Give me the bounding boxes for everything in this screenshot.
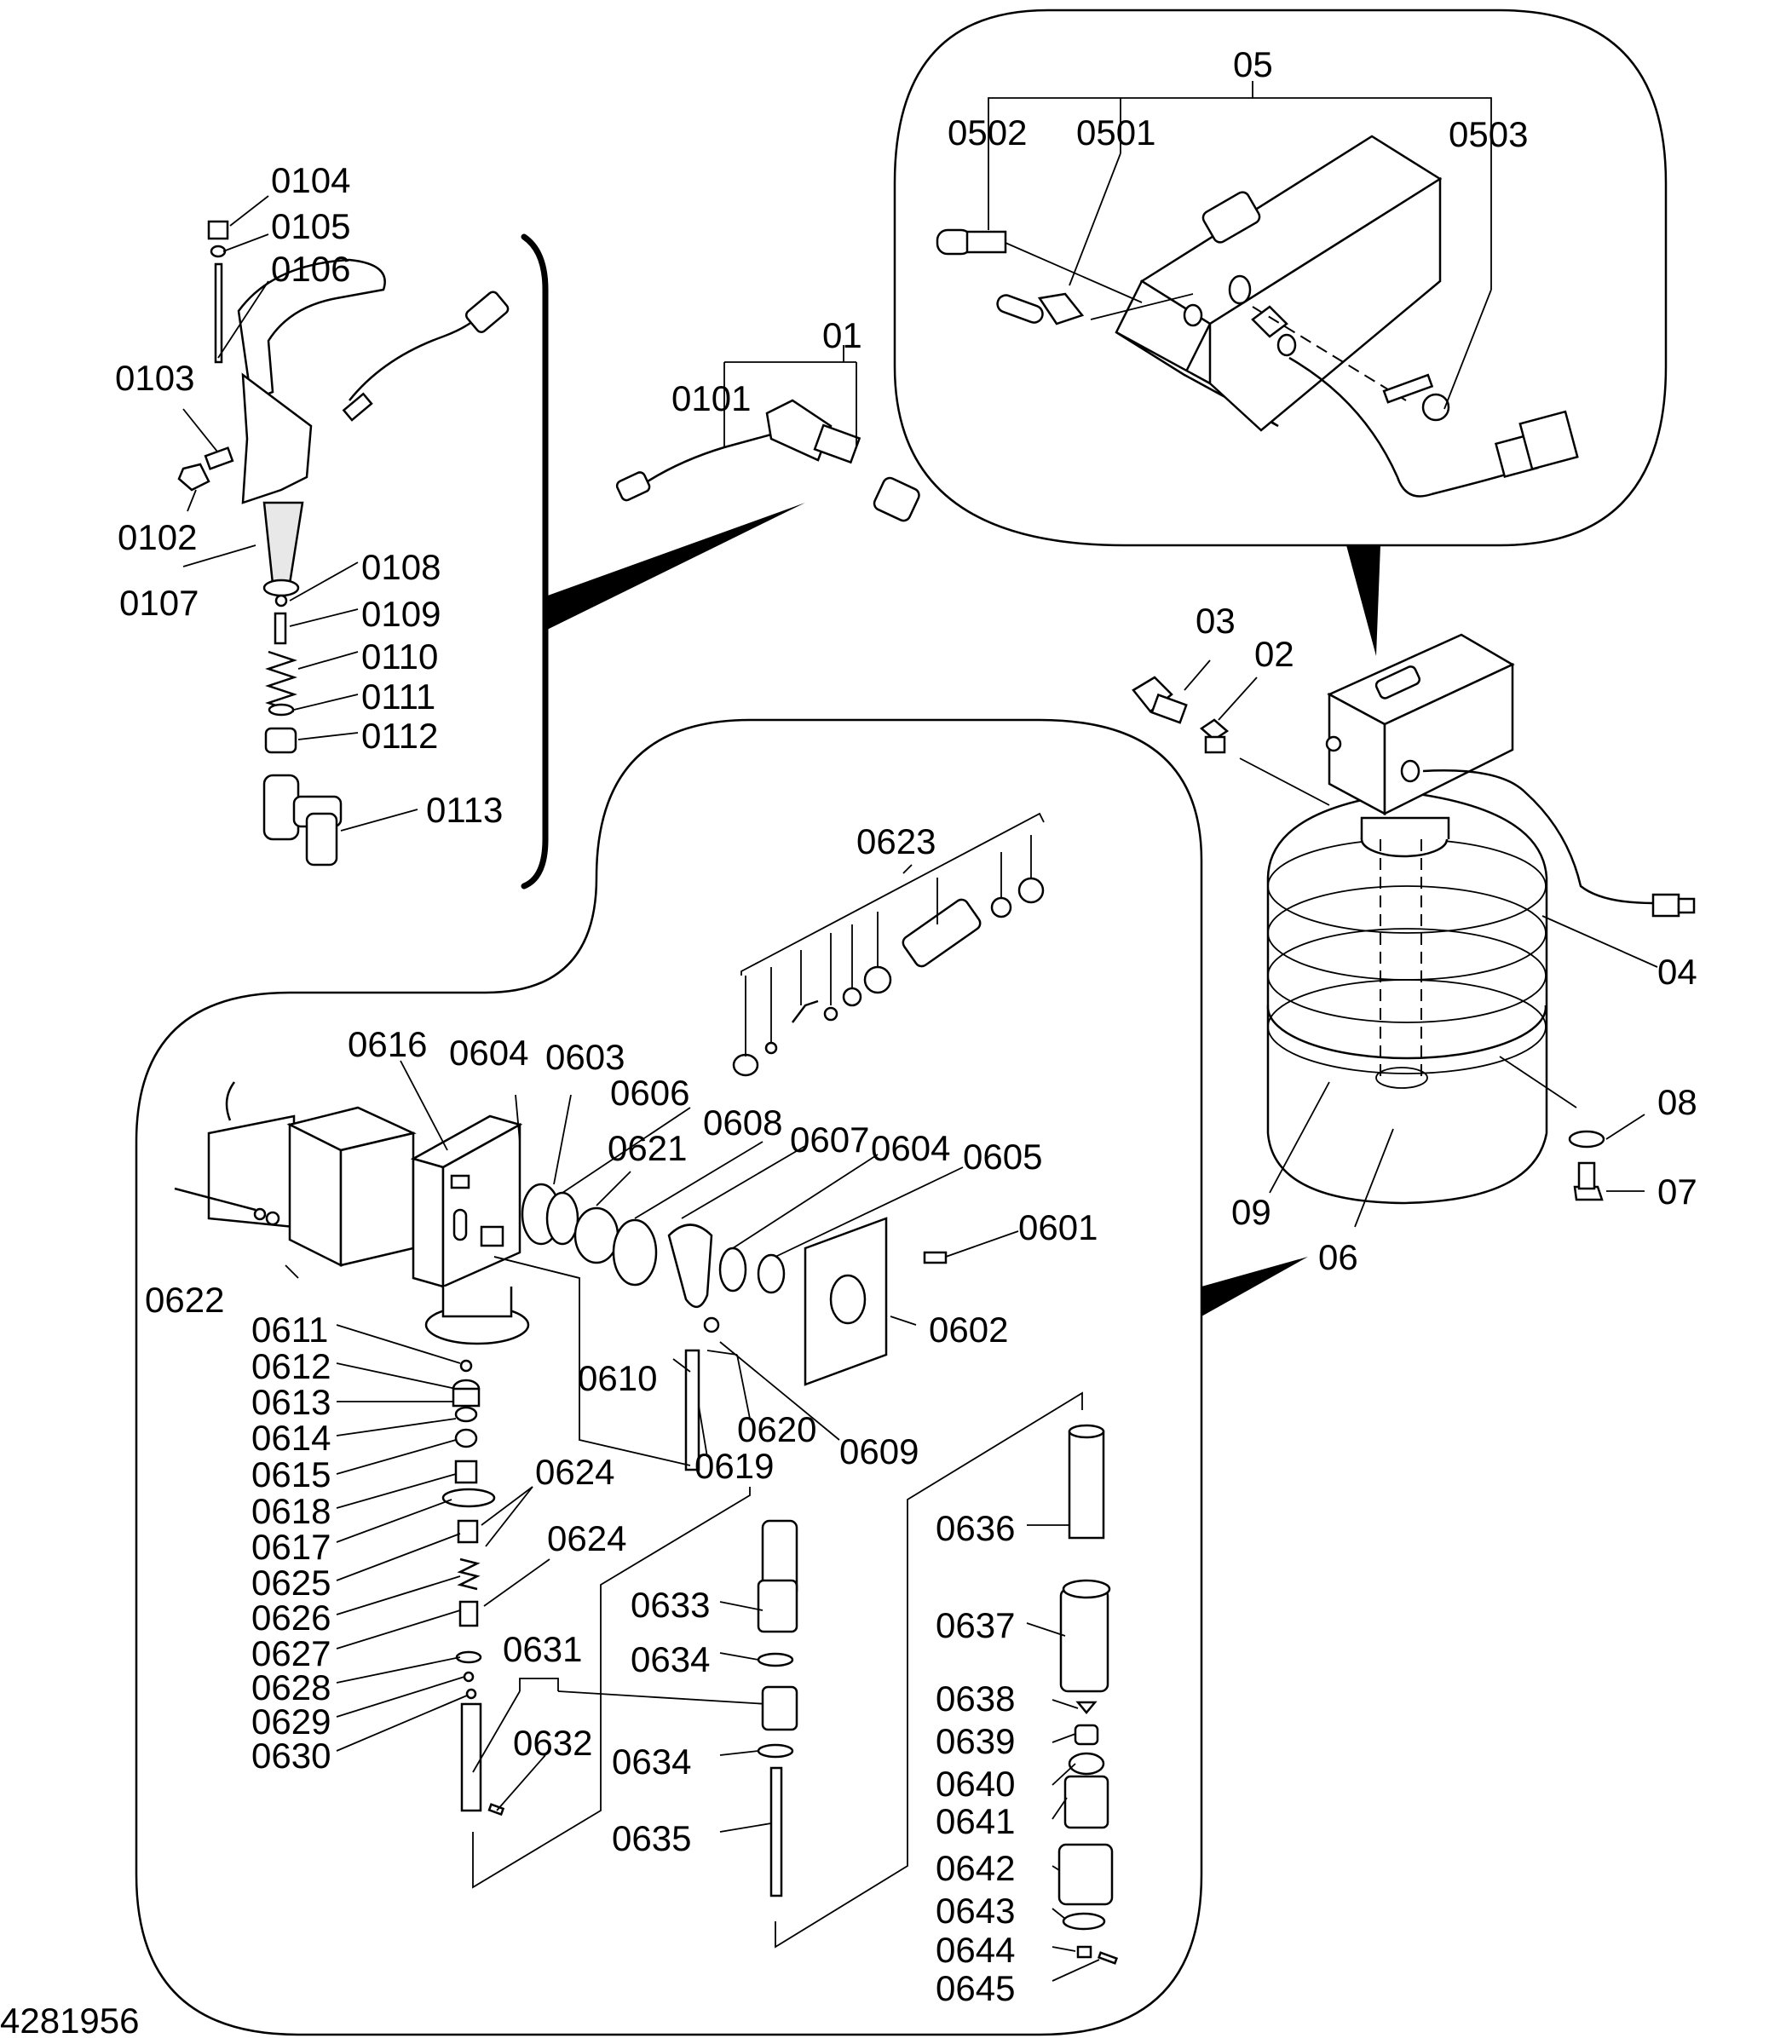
fittings-02-03 bbox=[1132, 659, 1258, 754]
label-0634-b: 0634 bbox=[612, 1742, 691, 1782]
label-0604-a: 0604 bbox=[449, 1033, 528, 1073]
label-0619: 0619 bbox=[694, 1446, 774, 1486]
label-05: 05 bbox=[1233, 44, 1273, 84]
label-0109: 0109 bbox=[361, 594, 441, 634]
label-0601: 0601 bbox=[1018, 1207, 1098, 1247]
label-0640: 0640 bbox=[936, 1764, 1015, 1804]
label-07: 07 bbox=[1657, 1172, 1697, 1212]
label-09: 09 bbox=[1231, 1192, 1271, 1232]
label-0101: 0101 bbox=[671, 378, 751, 418]
frame-group-01 bbox=[521, 233, 549, 890]
label-0618: 0618 bbox=[251, 1491, 331, 1531]
label-0624-b: 0624 bbox=[547, 1518, 626, 1558]
label-0610: 0610 bbox=[578, 1358, 657, 1398]
label-0631: 0631 bbox=[503, 1629, 582, 1669]
label-0624-a: 0624 bbox=[535, 1452, 614, 1492]
label-0603: 0603 bbox=[545, 1037, 625, 1077]
label-0632: 0632 bbox=[513, 1723, 592, 1763]
label-0637: 0637 bbox=[936, 1605, 1015, 1645]
label-06: 06 bbox=[1318, 1237, 1358, 1277]
label-0113: 0113 bbox=[426, 790, 503, 830]
label-0621: 0621 bbox=[608, 1128, 687, 1168]
label-02: 02 bbox=[1254, 634, 1294, 674]
label-0622: 0622 bbox=[145, 1280, 224, 1320]
label-0639: 0639 bbox=[936, 1721, 1015, 1761]
label-0612: 0612 bbox=[251, 1346, 331, 1386]
pointer-06 bbox=[1201, 1257, 1308, 1316]
label-0645: 0645 bbox=[936, 1968, 1015, 2008]
label-0611: 0611 bbox=[251, 1310, 328, 1350]
label-0620: 0620 bbox=[737, 1409, 816, 1449]
label-0644: 0644 bbox=[936, 1930, 1015, 1970]
label-0629: 0629 bbox=[251, 1701, 331, 1742]
label-0638: 0638 bbox=[936, 1678, 1015, 1719]
pointer-01 bbox=[545, 503, 805, 630]
pointer-05 bbox=[1346, 545, 1380, 656]
label-0602: 0602 bbox=[929, 1310, 1008, 1350]
label-08: 08 bbox=[1657, 1082, 1697, 1122]
label-0615: 0615 bbox=[251, 1454, 331, 1494]
label-0630: 0630 bbox=[251, 1736, 331, 1776]
label-0104: 0104 bbox=[271, 160, 350, 200]
label-0623: 0623 bbox=[856, 821, 936, 861]
frame-group-05 bbox=[893, 9, 1668, 547]
label-0642: 0642 bbox=[936, 1848, 1015, 1888]
label-03: 03 bbox=[1196, 601, 1236, 641]
label-0617: 0617 bbox=[251, 1527, 331, 1567]
label-0503: 0503 bbox=[1449, 114, 1528, 154]
label-0627: 0627 bbox=[251, 1633, 331, 1673]
label-0111: 0111 bbox=[361, 677, 435, 717]
label-0102: 0102 bbox=[118, 517, 197, 557]
fasteners-07-08 bbox=[1568, 1114, 1645, 1201]
label-0112: 0112 bbox=[361, 716, 438, 756]
label-0110: 0110 bbox=[361, 636, 438, 677]
main-unit bbox=[1239, 633, 1696, 1228]
label-01: 01 bbox=[822, 315, 862, 355]
label-0107: 0107 bbox=[119, 583, 199, 623]
frame-group-06 bbox=[135, 718, 1203, 2036]
pump-assembly-06 bbox=[174, 812, 1119, 1982]
label-0634-a: 0634 bbox=[631, 1639, 710, 1679]
label-0625: 0625 bbox=[251, 1563, 331, 1603]
label-0633: 0633 bbox=[631, 1585, 710, 1625]
label-0635: 0635 bbox=[612, 1818, 691, 1858]
label-0609: 0609 bbox=[839, 1431, 919, 1471]
label-0636: 0636 bbox=[936, 1508, 1015, 1548]
label-0613: 0613 bbox=[251, 1382, 331, 1422]
label-0106: 0106 bbox=[271, 249, 350, 289]
part-labels: 0104 0105 0106 0103 0102 0107 0108 0109 … bbox=[0, 44, 1697, 2041]
label-0105: 0105 bbox=[271, 206, 350, 246]
label-0605: 0605 bbox=[963, 1137, 1042, 1177]
junction-box-05 bbox=[936, 81, 1579, 498]
label-0616: 0616 bbox=[348, 1024, 427, 1064]
label-0502: 0502 bbox=[948, 112, 1027, 153]
label-04: 04 bbox=[1657, 952, 1697, 992]
label-0606: 0606 bbox=[610, 1073, 689, 1113]
valve-assembly-01 bbox=[177, 195, 920, 867]
label-0103: 0103 bbox=[115, 358, 194, 398]
label-0608: 0608 bbox=[703, 1103, 782, 1143]
label-0501: 0501 bbox=[1076, 112, 1155, 153]
label-0628: 0628 bbox=[251, 1667, 331, 1707]
label-0626: 0626 bbox=[251, 1598, 331, 1638]
label-0108: 0108 bbox=[361, 547, 441, 587]
label-0604-b: 0604 bbox=[871, 1128, 950, 1168]
label-0607: 0607 bbox=[790, 1120, 869, 1160]
label-0614: 0614 bbox=[251, 1418, 331, 1458]
label-0641: 0641 bbox=[936, 1801, 1015, 1841]
drawing-number: 4281956 bbox=[0, 2001, 140, 2040]
label-0643: 0643 bbox=[936, 1891, 1015, 1931]
